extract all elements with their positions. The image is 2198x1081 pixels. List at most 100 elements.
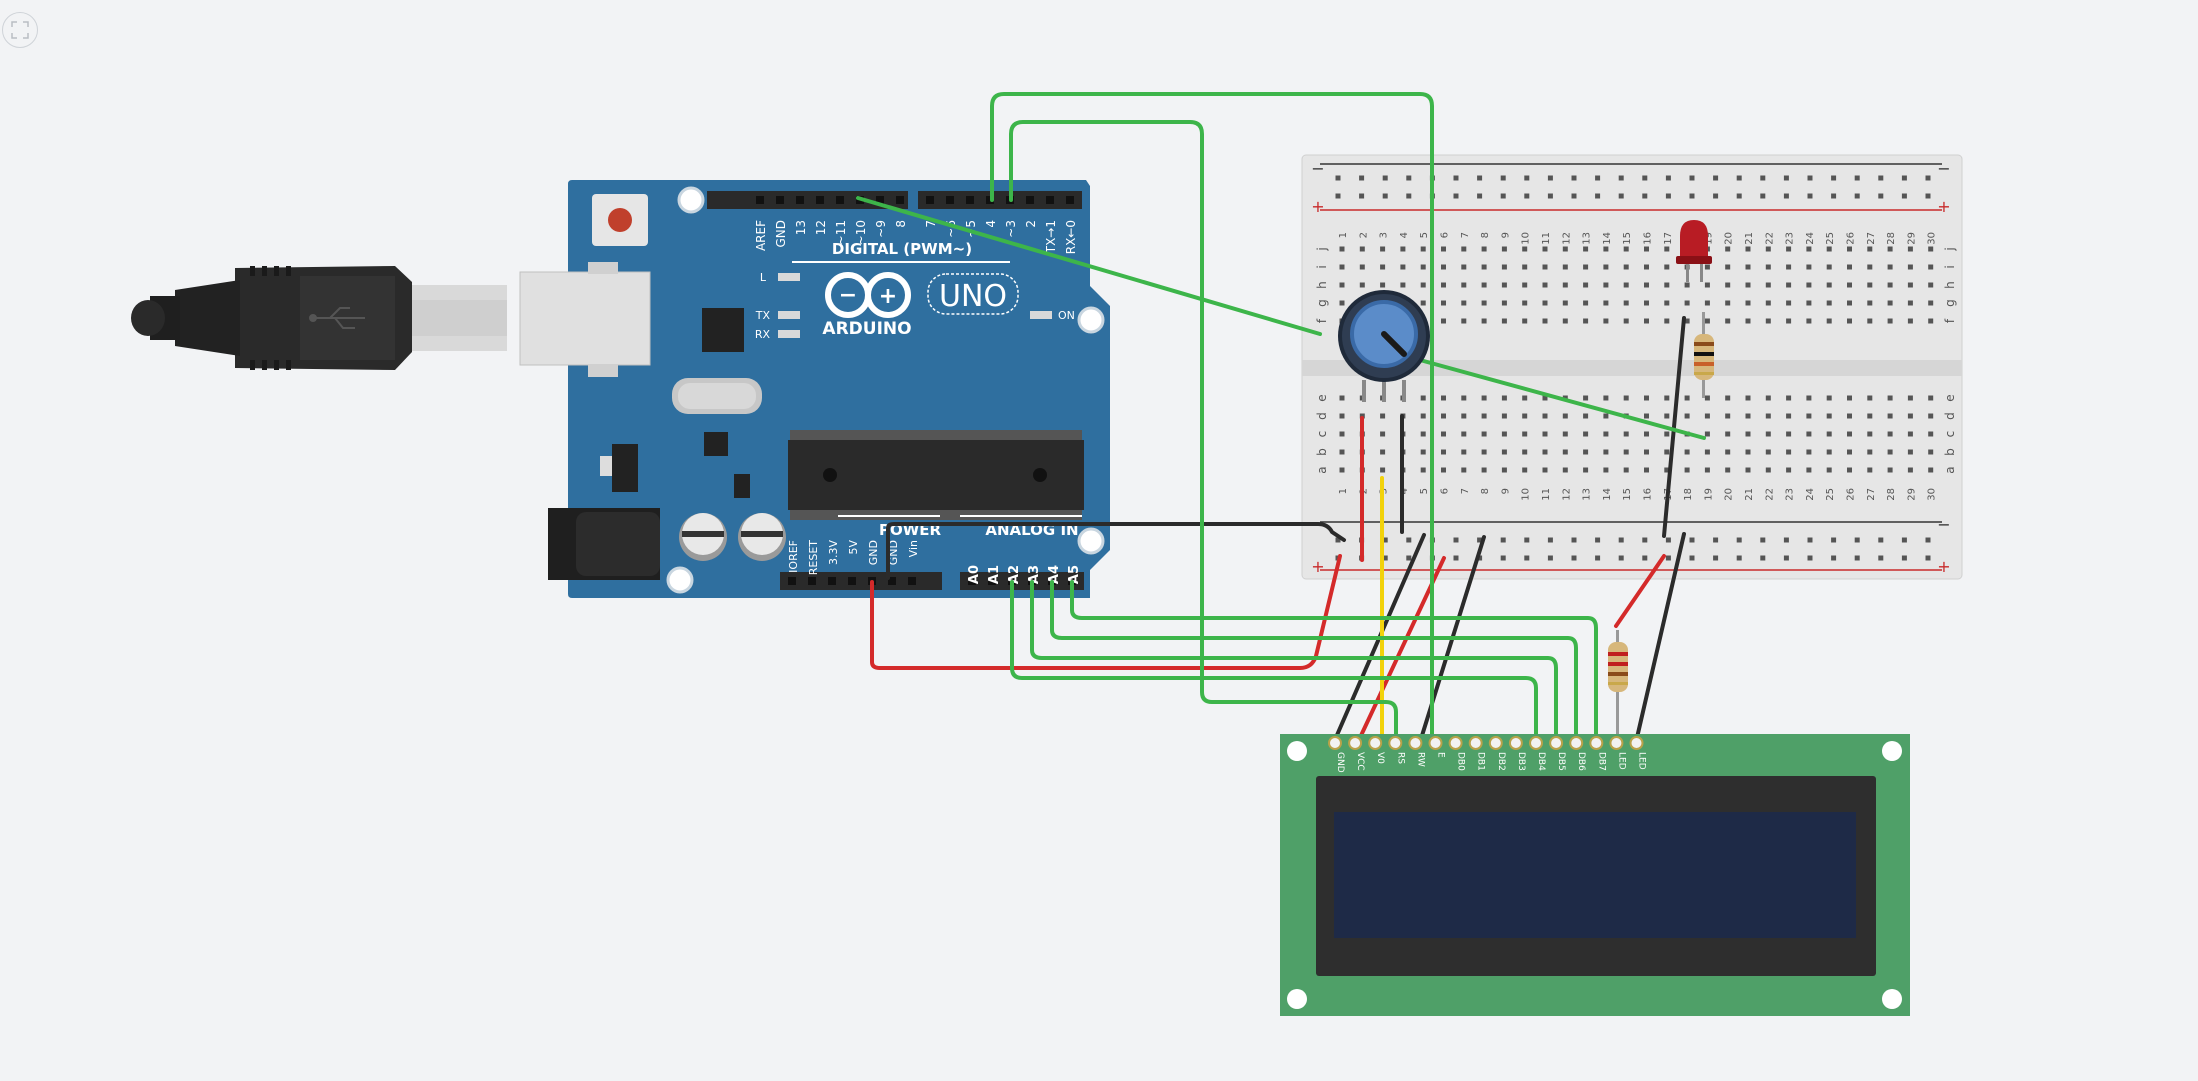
breadboard-row-label: d xyxy=(1315,412,1329,420)
breadboard-row-label: e xyxy=(1943,394,1957,401)
lcd-pin[interactable] xyxy=(1569,736,1584,750)
breadboard-row-label: i xyxy=(1943,265,1957,268)
wire-green[interactable] xyxy=(990,92,1434,744)
digital-pin-label: ~9 xyxy=(874,220,888,238)
breadboard-row-label: c xyxy=(1315,431,1329,438)
wire-green[interactable] xyxy=(856,196,1322,336)
breadboard-column-label: 1 xyxy=(1338,232,1349,238)
lcd-pin-label: VCC xyxy=(1355,752,1365,771)
breadboard-column-label: 3 xyxy=(1379,488,1390,494)
breadboard-column-label: 16 xyxy=(1643,488,1654,501)
breadboard-column-label: 15 xyxy=(1622,488,1633,501)
digital-pin-socket[interactable] xyxy=(926,196,934,204)
power-pin-socket[interactable] xyxy=(788,577,796,585)
breadboard-column-label: 22 xyxy=(1764,488,1775,501)
digital-pin-socket[interactable] xyxy=(966,196,974,204)
digital-pin-socket[interactable] xyxy=(1026,196,1034,204)
lcd-pin[interactable] xyxy=(1448,736,1463,750)
breadboard-column-label: 6 xyxy=(1440,488,1451,494)
analog-pin-label: A4 xyxy=(1047,565,1062,584)
on-led-label: ON xyxy=(1058,309,1075,322)
digital-pin-socket[interactable] xyxy=(896,196,904,204)
breadboard-column-label: 27 xyxy=(1866,488,1877,501)
lcd-pin[interactable] xyxy=(1468,736,1483,750)
power-pin-socket[interactable] xyxy=(888,577,896,585)
lcd-pin[interactable] xyxy=(1388,736,1403,750)
lcd-pin[interactable] xyxy=(1488,736,1503,750)
breadboard-row-label: f xyxy=(1943,318,1957,323)
breadboard-column-label: 16 xyxy=(1643,232,1654,245)
lcd-pin[interactable] xyxy=(1368,736,1383,750)
analog-pin-socket[interactable] xyxy=(968,577,976,585)
power-pin-socket[interactable] xyxy=(848,577,856,585)
red-led[interactable] xyxy=(1676,220,1712,282)
analog-pin-socket[interactable] xyxy=(988,577,996,585)
lcd-pin-label: LED xyxy=(1637,752,1647,770)
digital-pin-socket[interactable] xyxy=(1046,196,1054,204)
breadboard-row-label: a xyxy=(1315,466,1329,473)
wires[interactable] xyxy=(856,92,1706,744)
reset-button[interactable] xyxy=(592,194,648,246)
wire-red[interactable] xyxy=(870,554,1342,670)
digital-pin-socket[interactable] xyxy=(946,196,954,204)
lcd-pin[interactable] xyxy=(1408,736,1423,750)
breadboard-column-label: 2 xyxy=(1358,232,1369,238)
lcd-pin[interactable] xyxy=(1348,736,1363,750)
power-pin-socket[interactable] xyxy=(828,577,836,585)
lcd-pin[interactable] xyxy=(1529,736,1543,750)
digital-pin-socket[interactable] xyxy=(876,196,884,204)
wire-green[interactable] xyxy=(1050,580,1578,744)
lcd-pin-label: RW xyxy=(1415,752,1425,767)
lcd-pin[interactable] xyxy=(1609,736,1624,750)
wire-black[interactable] xyxy=(886,522,1346,580)
digital-pin-socket[interactable] xyxy=(796,196,804,204)
fullscreen-button[interactable] xyxy=(2,12,38,48)
lcd-pin-label: RS xyxy=(1395,752,1405,764)
wire-black[interactable] xyxy=(1662,316,1686,538)
digital-pin-socket[interactable] xyxy=(756,196,764,204)
lcd-pin[interactable] xyxy=(1629,736,1644,750)
digital-pin-label: 12 xyxy=(814,220,828,235)
lcd-pin[interactable] xyxy=(1328,736,1342,750)
analog-pin-label: A3 xyxy=(1027,565,1042,584)
lcd-pin[interactable] xyxy=(1508,736,1523,750)
power-pin-socket[interactable] xyxy=(908,577,916,585)
resistor[interactable] xyxy=(1694,312,1714,398)
potentiometer[interactable] xyxy=(1338,290,1430,402)
digital-pin-socket[interactable] xyxy=(816,196,824,204)
wire-green[interactable] xyxy=(1010,580,1538,744)
wire-green[interactable] xyxy=(1030,580,1558,744)
l-led xyxy=(778,273,800,281)
rail-minus-label: − xyxy=(1311,159,1324,178)
wire-green[interactable] xyxy=(1418,358,1706,440)
capacitor xyxy=(738,513,786,561)
breadboard-column-label: 11 xyxy=(1541,488,1552,501)
wire-green[interactable] xyxy=(1070,580,1598,744)
breadboard-column-label: 12 xyxy=(1561,488,1572,501)
wire-red[interactable] xyxy=(1356,556,1446,744)
lcd-pin[interactable] xyxy=(1589,736,1604,750)
digital-pin-socket[interactable] xyxy=(1066,196,1074,204)
breadboard-column-label: 8 xyxy=(1480,488,1491,494)
digital-header-label: DIGITAL (PWM~) xyxy=(832,240,972,258)
lcd-pin[interactable] xyxy=(1428,736,1443,750)
wire-black[interactable] xyxy=(1634,532,1686,744)
digital-pin-socket[interactable] xyxy=(836,196,844,204)
lcd-pin[interactable] xyxy=(1549,736,1564,750)
usb-cable[interactable] xyxy=(131,266,507,370)
digital-pin-socket[interactable] xyxy=(776,196,784,204)
l-led-label: L xyxy=(760,271,767,284)
rx-led xyxy=(778,330,800,338)
wire-red[interactable] xyxy=(1614,554,1666,628)
breadboard-column-label: 8 xyxy=(1480,232,1491,238)
digital-pin-label: 2 xyxy=(1024,220,1038,228)
wire-green[interactable] xyxy=(1009,120,1398,744)
rail-plus-label: + xyxy=(1311,557,1324,576)
resistor[interactable] xyxy=(1608,630,1628,742)
power-pin-socket[interactable] xyxy=(808,577,816,585)
breadboard-column-label: 7 xyxy=(1460,232,1471,238)
